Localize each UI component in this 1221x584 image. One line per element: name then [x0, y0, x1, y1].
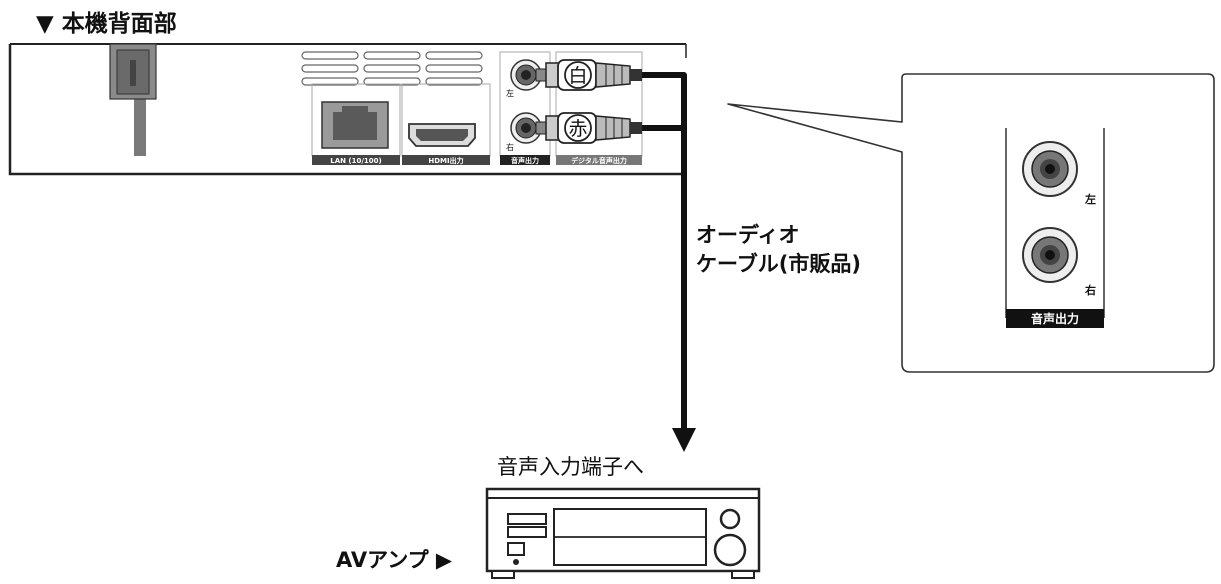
digital-audio-port: デジタル音声出力	[555, 51, 643, 165]
lan-port-label: LAN (10/100)	[330, 157, 381, 165]
white-plug-label: 白	[568, 65, 587, 87]
zoom-callout: 左 右 音声出力	[727, 73, 1215, 373]
zoom-right-jack	[1022, 227, 1078, 283]
red-plug: 赤	[535, 112, 642, 144]
zoom-audio-out-label: 音声出力	[1031, 311, 1079, 326]
lan-port: LAN (10/100)	[311, 83, 401, 165]
hdmi-port: HDMI出力	[401, 83, 491, 165]
audio-out-jacks: 左 右 音声出力	[499, 51, 551, 165]
section-title: ▼ 本機背面部	[36, 10, 177, 37]
cable-arrowhead	[672, 428, 696, 452]
white-plug: 白	[535, 59, 642, 91]
power-cord	[109, 43, 157, 156]
cable-label-line1: オーディオ	[696, 223, 800, 247]
vent-slots	[301, 51, 483, 86]
red-plug-label: 赤	[568, 118, 587, 140]
hdmi-port-label: HDMI出力	[428, 156, 463, 165]
audio-cable	[637, 72, 687, 433]
panel-right-mark: 右	[506, 142, 514, 152]
amp-label: AVアンプ ▶	[336, 548, 453, 572]
digital-audio-label: デジタル音声出力	[571, 156, 627, 165]
zoom-left-jack	[1022, 141, 1078, 197]
panel-audio-out-label: 音声出力	[511, 156, 539, 165]
panel-left-mark: 左	[506, 88, 514, 98]
av-amplifier	[485, 487, 761, 579]
destination-label: 音声入力端子へ	[497, 455, 644, 479]
cable-label-line2: ケーブル(市販品)	[696, 252, 861, 276]
zoom-right-label: 右	[1084, 283, 1096, 297]
zoom-left-label: 左	[1084, 192, 1096, 206]
